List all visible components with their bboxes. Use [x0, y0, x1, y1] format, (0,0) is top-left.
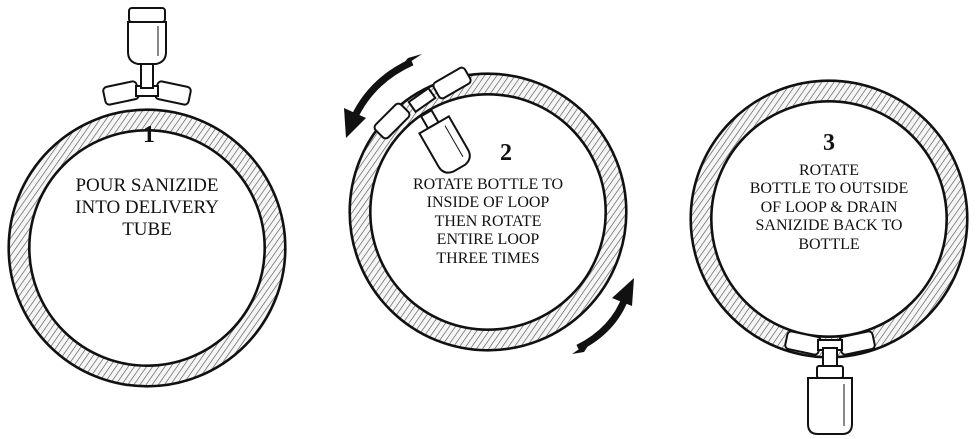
step-1-line-3: TUBE — [47, 219, 247, 241]
step-2-line-5: THREE TIMES — [388, 250, 588, 268]
step-3-line-2: BOTTLE TO OUTSIDE — [729, 180, 929, 198]
step-3-number: 3 — [817, 130, 841, 158]
step-3-line-5: BOTTLE — [729, 236, 929, 254]
step-2-line-3: THEN ROTATE — [388, 213, 588, 231]
bottle-icon — [412, 104, 473, 176]
bottle-icon — [808, 366, 852, 434]
bottle-icon — [128, 8, 166, 64]
step-3-line-4: SANIZIDE BACK TO — [729, 217, 929, 235]
step-2-line-1: ROTATE BOTTLE TO — [388, 176, 588, 194]
loop-1-inner-edge — [30, 131, 264, 365]
step-1-line-1: POUR SANIZIDE — [47, 175, 247, 197]
step-2-line-2: INSIDE OF LOOP — [388, 194, 588, 212]
step-2-instruction: ROTATE BOTTLE TO INSIDE OF LOOP THEN ROT… — [388, 176, 588, 268]
step-3-line-1: ROTATE — [729, 162, 929, 180]
step-1-instruction: POUR SANIZIDE INTO DELIVERY TUBE — [47, 175, 247, 241]
step-3-instruction: ROTATE BOTTLE TO OUTSIDE OF LOOP & DRAIN… — [729, 162, 929, 254]
step-2-line-4: ENTIRE LOOP — [388, 231, 588, 249]
tube-connector-icon — [103, 62, 192, 105]
step-1-line-2: INTO DELIVERY — [47, 197, 247, 219]
loop-1-tube-ribbing — [19, 120, 275, 376]
step-3-line-3: OF LOOP & DRAIN — [729, 199, 929, 217]
step-2-number: 2 — [494, 140, 518, 168]
step-1-number: 1 — [137, 122, 161, 150]
